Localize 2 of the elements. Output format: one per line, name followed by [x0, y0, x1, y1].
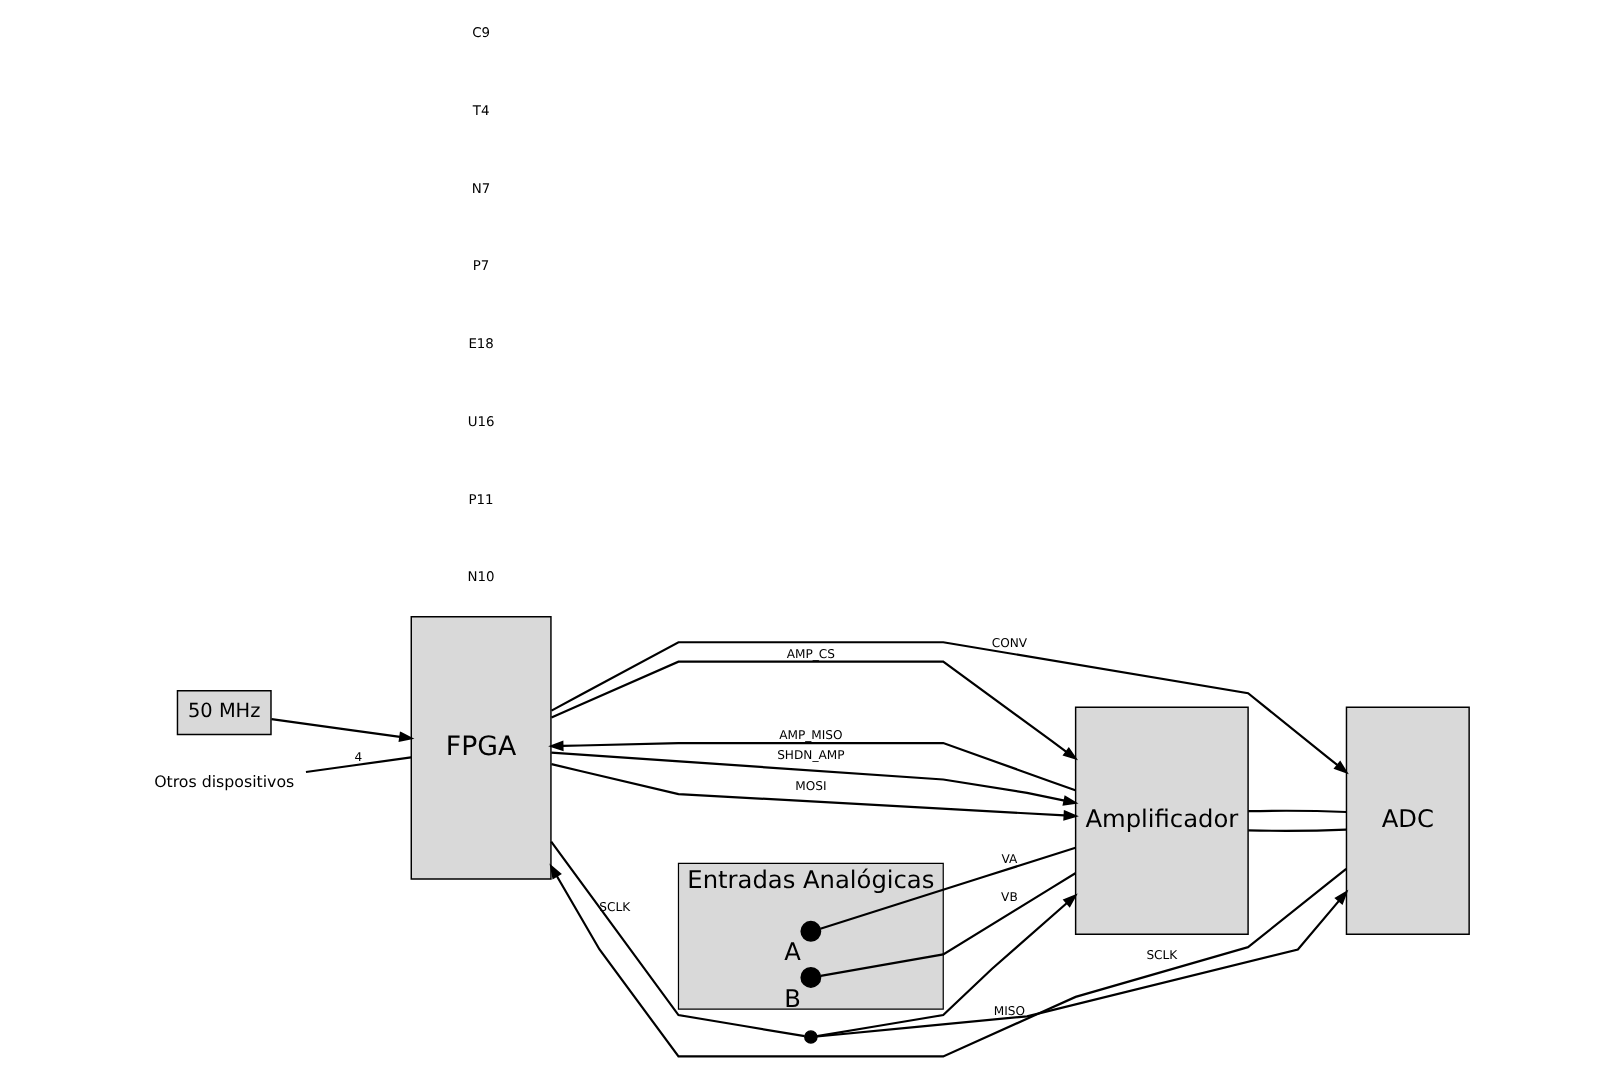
node-label: B: [783, 984, 800, 1013]
node-label: A: [783, 938, 800, 967]
